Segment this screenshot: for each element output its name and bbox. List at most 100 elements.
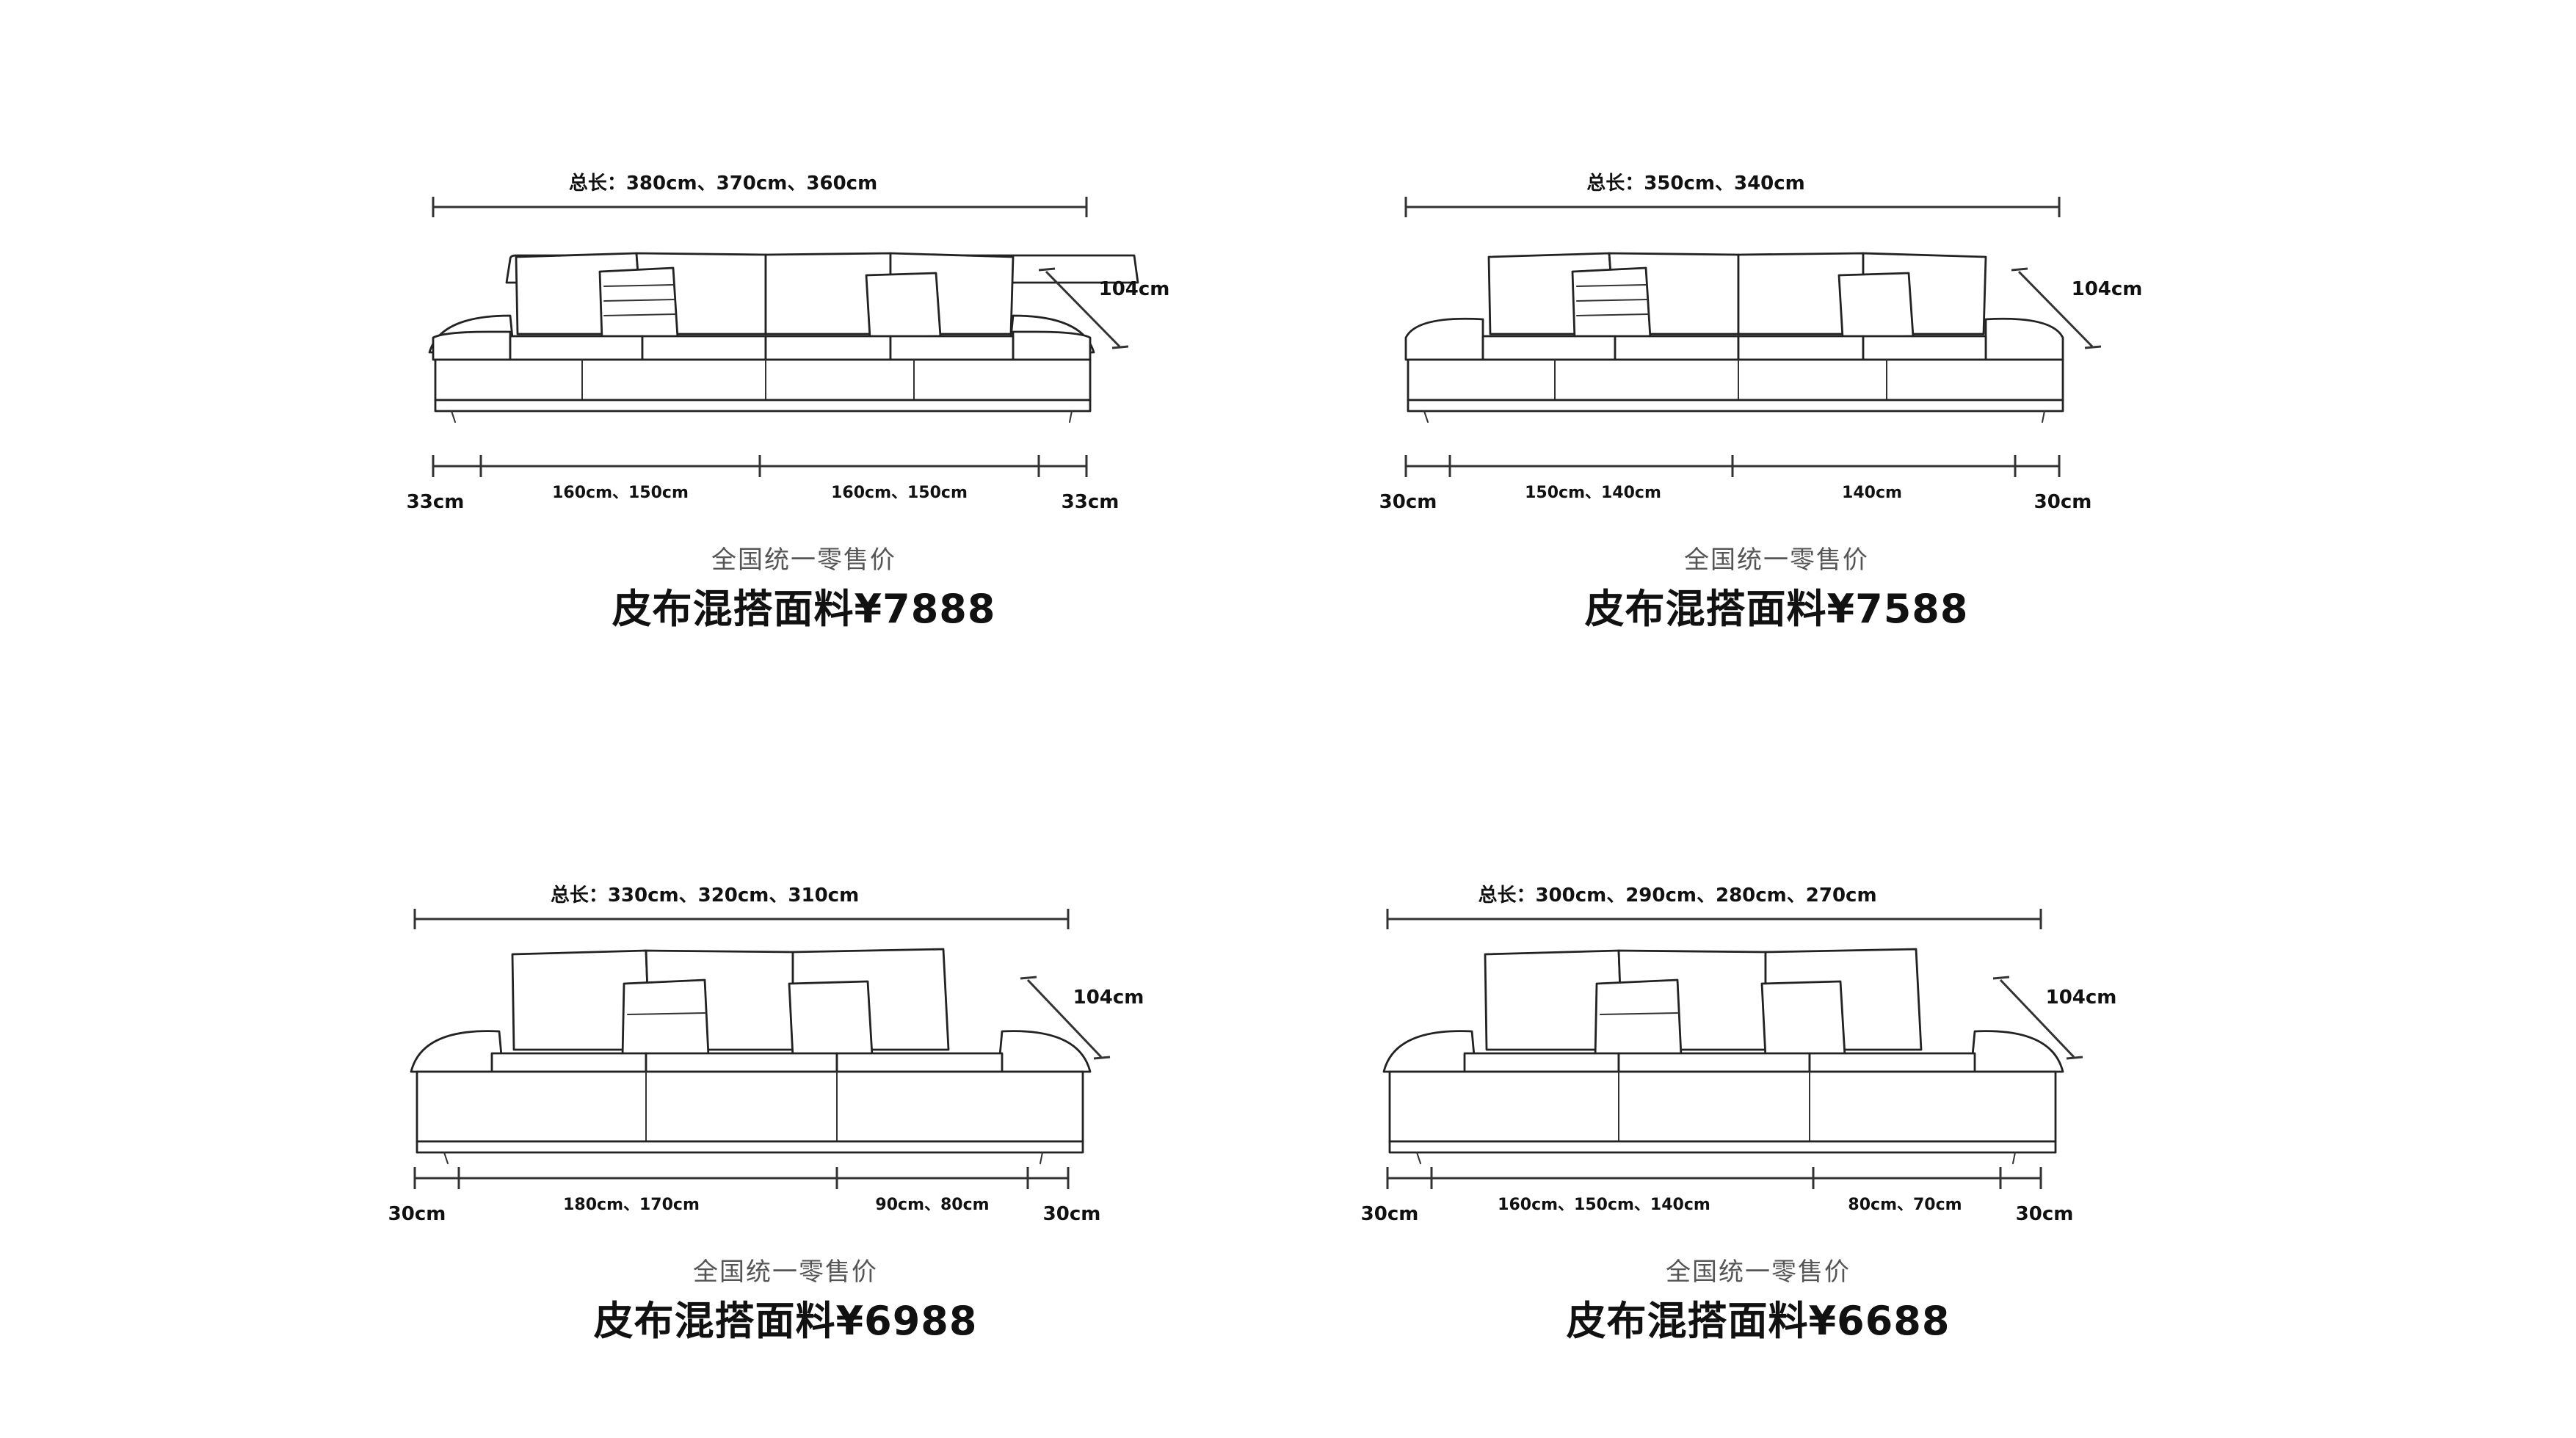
seat-top — [1463, 1052, 1620, 1073]
left-armrest — [1404, 317, 1484, 361]
right-arm-cap — [1012, 330, 1092, 361]
sofa-option-2: 总长：350cm、340cm 104cm — [1373, 139, 2180, 668]
depth-line — [1045, 270, 1121, 348]
left-arm-width-label: 30cm — [388, 1203, 446, 1225]
sofa-option-1: 总长：380cm、370cm、360cm — [400, 139, 1208, 668]
throw-pillow — [788, 980, 874, 1058]
seat-top — [1481, 335, 1617, 361]
sofa-base — [1407, 399, 2064, 413]
sofa-legs — [1423, 410, 2045, 423]
seat-top — [1737, 335, 1865, 361]
total-length-label: 总长：300cm、290cm、280cm、270cm — [1478, 885, 1876, 907]
pillow-seam — [1600, 1012, 1678, 1015]
sofa-dimension-diagram: 总长：300cm、290cm、280cm、270cm 104cm — [1361, 885, 2117, 1225]
price-label: 皮布混搭面料¥7588 — [1584, 586, 1969, 632]
seat-top — [490, 1052, 647, 1073]
seat-dividers — [1618, 1071, 1810, 1142]
segment-b-label: 90cm、80cm — [875, 1196, 989, 1214]
retail-price-caption: 全国统一零售价 — [711, 545, 896, 575]
right-armrest — [997, 1030, 1092, 1073]
retail-price-caption: 全国统一零售价 — [693, 1257, 878, 1287]
left-arm-width-label: 30cm — [1361, 1203, 1419, 1225]
sofa-drawing — [1404, 252, 2064, 423]
depth-tick — [2011, 267, 2028, 272]
sofa-option-3: 总长：330cm、320cm、310cm 104cm — [382, 851, 1189, 1380]
right-arm-width-label: 33cm — [1062, 491, 1120, 513]
depth-line — [1026, 978, 1103, 1058]
pillow-stripes — [603, 284, 676, 316]
sofa-legs — [451, 410, 1073, 423]
left-armrest — [1382, 1030, 1477, 1073]
total-length-label: 总长：330cm、320cm、310cm — [551, 885, 859, 907]
left-arm-width-label: 33cm — [407, 491, 465, 513]
throw-pillow — [1594, 978, 1683, 1058]
seat-front — [434, 358, 1092, 402]
left-armrest — [410, 1030, 504, 1073]
depth-tick — [1992, 976, 2010, 980]
right-armrest — [1970, 1030, 2064, 1073]
right-arm-width-label: 30cm — [2016, 1203, 2074, 1225]
throw-pillow — [1837, 272, 1915, 339]
seat-top — [641, 335, 767, 361]
seat-dividers — [581, 359, 915, 401]
sofa-option-4: 总长：300cm、290cm、280cm、270cm 104cm — [1354, 851, 2162, 1380]
price-label: 皮布混搭面料¥6688 — [1566, 1298, 1951, 1344]
sofa-legs — [443, 1152, 1043, 1164]
segment-b-label: 140cm — [1842, 484, 1902, 502]
right-arm-width-label: 30cm — [2034, 491, 2092, 513]
throw-pillow — [1760, 980, 1846, 1058]
sofa-dimension-diagram: 总长：330cm、320cm、310cm 104cm — [388, 885, 1144, 1225]
segment-a-label: 160cm、150cm — [552, 484, 689, 502]
sofa-drawing — [1382, 948, 2064, 1164]
segment-a-label: 160cm、150cm、140cm — [1498, 1196, 1710, 1214]
depth-label: 104cm — [2046, 987, 2117, 1009]
segment-a-label: 180cm、170cm — [563, 1196, 700, 1214]
sofa-base — [416, 1140, 1084, 1154]
depth-line — [2017, 270, 2094, 348]
sofa-drawing — [410, 948, 1092, 1164]
pillow-seam — [627, 1012, 705, 1015]
depth-label: 104cm — [2072, 278, 2143, 300]
seat-top — [645, 1052, 838, 1073]
retail-price-caption: 全国统一零售价 — [1684, 545, 1869, 575]
seat-top — [1808, 1052, 1976, 1073]
sofa-legs — [1416, 1152, 2016, 1164]
depth-tick — [2066, 1056, 2083, 1060]
depth-label: 104cm — [1099, 278, 1170, 300]
sofa-base — [434, 399, 1092, 413]
depth-label: 104cm — [1073, 987, 1144, 1009]
seat-dividers — [645, 1071, 838, 1142]
sofa-dimension-diagram: 总长：380cm、370cm、360cm — [407, 173, 1170, 513]
seat-top — [889, 335, 1015, 361]
total-length-label: 总长：350cm、340cm — [1586, 173, 1805, 195]
pillow-stripes — [1576, 284, 1649, 316]
total-length-label: 总长：380cm、370cm、360cm — [569, 173, 877, 195]
throw-pillow — [598, 266, 679, 341]
seat-top — [1614, 335, 1740, 361]
depth-tick — [1020, 976, 1037, 980]
seat-top — [1862, 335, 1987, 361]
right-arm-width-label: 30cm — [1043, 1203, 1101, 1225]
left-arm-width-label: 30cm — [1379, 491, 1437, 513]
sofa-base — [1388, 1140, 2057, 1154]
seat-top — [1617, 1052, 1811, 1073]
depth-tick — [1111, 345, 1129, 349]
right-armrest — [1984, 317, 2064, 361]
price-label: 皮布混搭面料¥7888 — [612, 586, 996, 632]
throw-pillow — [1571, 266, 1652, 341]
throw-pillow — [865, 272, 942, 339]
seat-front — [1388, 1070, 2057, 1143]
depth-tick — [2084, 345, 2102, 349]
left-arm-cap — [432, 330, 512, 361]
segment-b-label: 160cm、150cm — [831, 484, 968, 502]
segment-a-label: 150cm、140cm — [1525, 484, 1661, 502]
sofa-drawing — [428, 252, 1139, 423]
seat-dividers — [1554, 359, 1887, 401]
throw-pillow — [621, 978, 710, 1058]
retail-price-caption: 全国统一零售价 — [1666, 1257, 1851, 1287]
seat-front — [416, 1070, 1084, 1143]
price-label: 皮布混搭面料¥6988 — [593, 1298, 978, 1344]
depth-tick — [1093, 1056, 1111, 1060]
depth-line — [1999, 978, 2075, 1058]
seat-top — [764, 335, 892, 361]
